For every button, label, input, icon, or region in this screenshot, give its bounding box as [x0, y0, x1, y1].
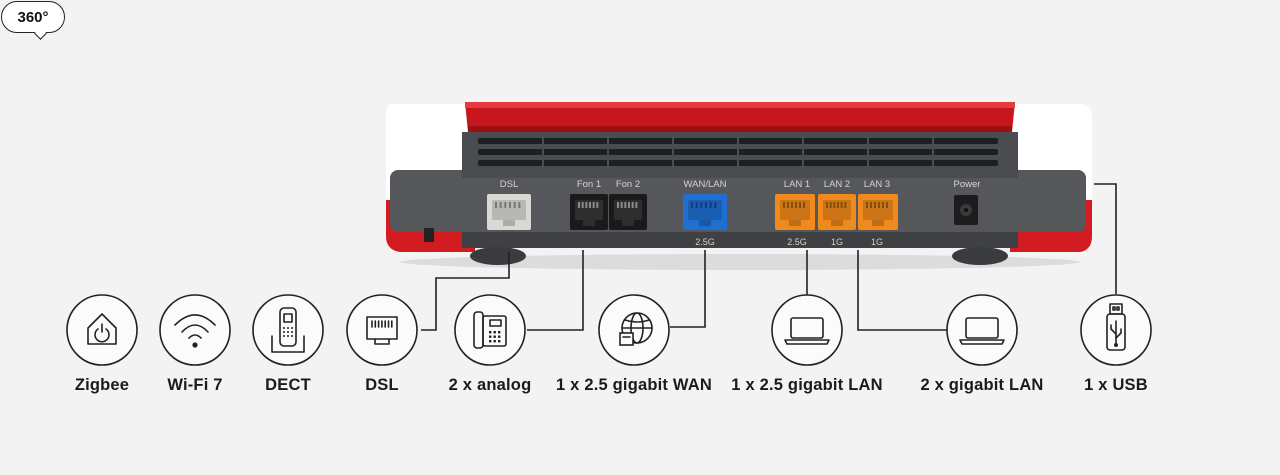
port-label: DSL — [500, 179, 518, 190]
feature-label: Zigbee — [74, 376, 130, 394]
port-label: LAN 2 — [824, 179, 850, 190]
feature-icon-badge — [598, 294, 670, 366]
feature-icon-badge — [454, 294, 526, 366]
feature-label: 1 x USB — [1084, 376, 1148, 394]
feature-icon-row — [66, 294, 1152, 366]
feature-icon-badge — [252, 294, 324, 366]
port-lan-1: LAN 1 2.5G — [775, 179, 815, 247]
port-label: WAN/LAN — [684, 179, 727, 190]
connector-lines — [421, 183, 1117, 331]
home-icon — [87, 313, 117, 345]
feature-label: DSL — [365, 376, 399, 394]
feature-icon-badge — [771, 294, 843, 366]
port-label: Fon 2 — [616, 179, 640, 190]
router-foot-right — [952, 247, 1008, 265]
router-foot-left — [470, 247, 526, 265]
feature-label: 1 x 2.5 gigabit WAN — [556, 376, 712, 394]
port-label: Power — [954, 179, 981, 190]
port-lan-2: LAN 2 1G — [818, 179, 856, 247]
port-fon-2: Fon 2 — [609, 179, 647, 230]
usb-icon — [1106, 303, 1126, 351]
feature-label: 1 x 2.5 gigabit LAN — [731, 376, 883, 394]
view-360-toggle[interactable]: 360° — [1, 1, 65, 33]
port-speed-label: 2.5G — [787, 237, 807, 247]
router-back-panel — [462, 132, 1018, 248]
port-power: Power — [954, 179, 981, 225]
port-lan-3: LAN 3 1G — [858, 179, 898, 247]
laptop-icon — [959, 317, 1005, 345]
feature-icon-badge — [159, 294, 231, 366]
feature-icon-badge — [1080, 294, 1152, 366]
wifi-icon — [174, 314, 216, 348]
router-top-cover — [465, 102, 1015, 132]
port-row: DSL Fon 1 Fon 2 WAN/LAN 2.5G LAN 1 2.5G LAN 2 1G… — [487, 179, 980, 247]
connector-line — [527, 250, 584, 331]
router-left-cap — [386, 104, 476, 252]
port-dsl: DSL — [487, 179, 531, 230]
feature-icon-badge — [946, 294, 1018, 366]
port-label: LAN 1 — [784, 179, 810, 190]
feature-label: Wi-Fi 7 — [167, 376, 223, 394]
port-speed-label: 2.5G — [695, 237, 715, 247]
feature-label: DECT — [265, 376, 311, 394]
port-fon-1: Fon 1 — [570, 179, 608, 230]
connector-line — [1094, 183, 1117, 294]
connector-line — [670, 250, 706, 328]
dsl-port-icon — [366, 316, 398, 345]
analog-phone-icon — [473, 311, 507, 349]
connector-line — [421, 252, 510, 331]
feature-label: 2 x gigabit LAN — [920, 376, 1044, 394]
connector-line — [857, 250, 948, 331]
port-label: LAN 3 — [864, 179, 890, 190]
feature-label: 2 x analog — [448, 376, 532, 394]
feature-icon-badge — [346, 294, 418, 366]
dect-phone-icon — [271, 307, 305, 353]
port-speed-label: 1G — [871, 237, 883, 247]
laptop-icon — [784, 317, 830, 345]
port-speed-label: 1G — [831, 237, 843, 247]
port-wan-lan: WAN/LAN 2.5G — [683, 179, 727, 247]
router-shadow — [400, 254, 1080, 270]
port-label: Fon 1 — [577, 179, 601, 190]
feature-icon-badge — [66, 294, 138, 366]
view-360-label: 360° — [17, 8, 49, 26]
globe-icon — [619, 312, 653, 346]
router-right-cap — [1000, 104, 1092, 252]
